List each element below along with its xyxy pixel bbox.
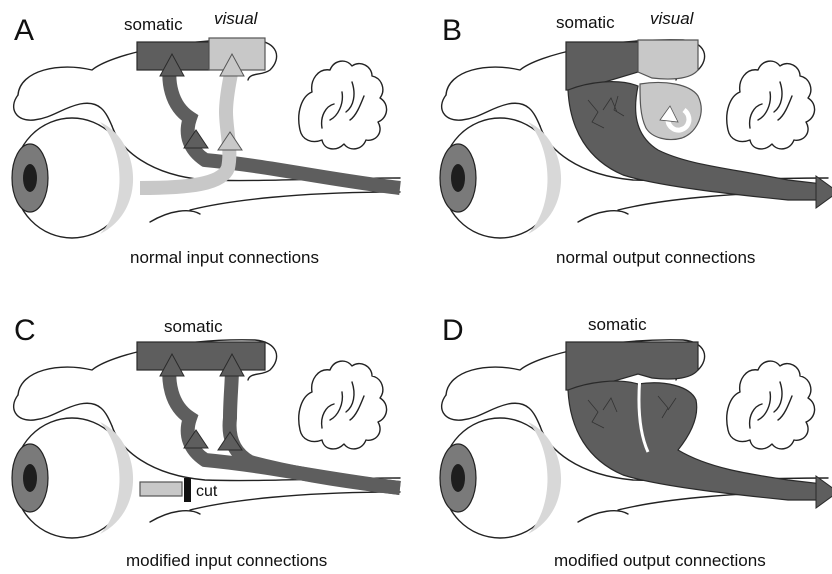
somatic-cortex-c [137, 342, 265, 370]
cut-visual-stump-c [140, 482, 182, 496]
caption-b: normal output connections [556, 248, 755, 267]
caption-d: modified output connections [554, 551, 766, 570]
panel-letter-c: C [14, 314, 36, 347]
somatic-label-a: somatic [124, 15, 183, 34]
eye-b [440, 118, 561, 238]
somatic-label-d: somatic [588, 315, 647, 334]
panel-d: D somatic modified output connections [440, 314, 832, 570]
caption-a: normal input connections [130, 248, 319, 267]
somatic-input-pathway-a [169, 66, 400, 188]
somatic-output-arrow-d [816, 476, 832, 508]
somatic-input-pathway-c-2 [230, 368, 400, 488]
eye-a [12, 118, 133, 238]
visual-label-a: visual [214, 9, 259, 28]
somatic-output-arrow-b [816, 176, 832, 208]
visual-cortex-b [638, 40, 698, 79]
eye-c [12, 418, 133, 538]
panel-letter-b: B [442, 14, 462, 47]
panel-a: A somatic visual normal input connection… [12, 9, 400, 267]
panel-letter-d: D [442, 314, 464, 347]
eye-d [440, 418, 561, 538]
cut-label-c: cut [196, 483, 218, 500]
cut-marker-c [184, 478, 191, 502]
panel-c: C somatic cut modified input connections [12, 314, 400, 570]
somatic-label-b: somatic [556, 13, 615, 32]
somatic-output-pathway-d [568, 381, 823, 500]
panel-b: B somatic visual normal output connectio… [440, 9, 832, 267]
caption-c: modified input connections [126, 551, 327, 570]
panel-letter-a: A [14, 14, 34, 47]
visual-label-b: visual [650, 9, 695, 28]
somatic-label-c: somatic [164, 317, 223, 336]
